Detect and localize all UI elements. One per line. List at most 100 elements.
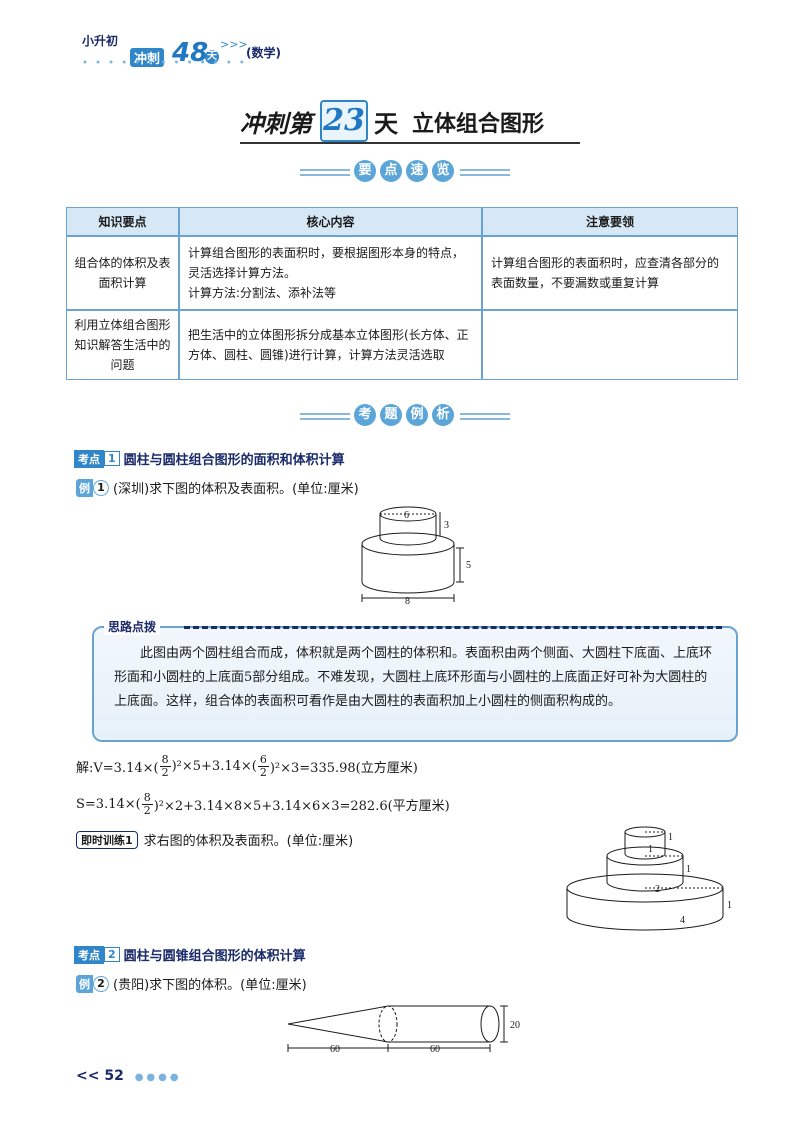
- drill-1: 即时训练1 求右图的体积及表面积。(单位:厘米): [76, 830, 353, 849]
- page-number: 52: [104, 1068, 124, 1084]
- example-text: (贵阳)求下图的体积。(单位:厘米): [113, 978, 307, 993]
- figure-cone-cylinder: 60 60 20: [287, 1005, 520, 1055]
- title-day-number: 23: [320, 100, 368, 142]
- fraction-denominator: 2: [161, 766, 169, 779]
- table-header-row: 知识要点 核心内容 注意要领: [66, 207, 738, 236]
- solution-text: )²×5+3.14×(: [171, 759, 257, 774]
- banner-lines-left: [300, 166, 350, 180]
- footer-dots: ●●●●: [134, 1072, 182, 1083]
- example-tag: 例: [76, 478, 93, 497]
- series-day-badge: 天: [205, 50, 219, 64]
- banner-char: 要: [354, 160, 376, 182]
- dim-cone-length: 60: [330, 1044, 340, 1055]
- fraction: 6 2: [257, 753, 269, 779]
- series-header: 小升初 冲刺 48 天 >>> (数学) • • • • • • • • • •…: [68, 32, 368, 72]
- solution-text: )²×2+3.14×8×5+3.14×6×3=282.6(平方厘米): [153, 799, 450, 814]
- banner-chars: 考 题 例 析: [354, 404, 454, 426]
- drill-text: 求右图的体积及表面积。(单位:厘米): [143, 834, 354, 849]
- fraction-numerator: 6: [257, 753, 269, 767]
- example-number: 1: [93, 479, 109, 496]
- title-underline: [240, 142, 580, 144]
- dim-top-height: 3: [444, 520, 449, 531]
- hint-box: 思路点拨 此图由两个圆柱组合而成，体积就是两个圆柱的体积和。表面积由两个侧面、大…: [92, 618, 738, 742]
- title-topic: 立体组合图形: [412, 112, 545, 137]
- table-cell-core: 计算组合图形的表面积时，要根据图形本身的特点，灵活选择计算方法。 计算方法:分割…: [179, 236, 482, 310]
- key-points-banner: 要 点 速 览: [300, 160, 510, 188]
- core-line: 把生活中的立体图形拆分成基本立体图形(长方体、正方体、圆柱、圆锥)进行计算，计算…: [188, 328, 469, 362]
- dim-diameter: 20: [510, 1020, 520, 1031]
- arrow-icon: >>>: [220, 38, 248, 51]
- banner-char: 览: [432, 160, 454, 182]
- banner-char: 例: [406, 404, 428, 426]
- table-cell-point: 利用立体组合图形知识解答生活中的问题: [66, 310, 179, 380]
- banner-char: 点: [380, 160, 402, 182]
- subject-label: (数学): [246, 46, 281, 60]
- dim-label: 1: [668, 832, 673, 843]
- fraction-denominator: 2: [259, 766, 267, 779]
- page-title: 冲刺第 23 天 立体组合图形: [240, 100, 580, 148]
- exam-point-number: 1: [104, 451, 120, 466]
- drill-tag: 即时训练1: [76, 830, 138, 849]
- dim-label: 1: [727, 900, 732, 911]
- banner-lines-right: [460, 410, 510, 424]
- banner-char: 速: [406, 160, 428, 182]
- dim-bottom-diameter: 8: [405, 596, 410, 607]
- table-row: 组合体的体积及表面积计算 计算组合图形的表面积时，要根据图形本身的特点，灵活选择…: [66, 236, 738, 310]
- title-suffix: 天: [374, 109, 398, 138]
- series-days-number: 48: [172, 38, 209, 68]
- fraction-numerator: 8: [159, 753, 171, 767]
- banner-chars: 要 点 速 览: [354, 160, 454, 182]
- solution-text: 解:V=3.14×(: [76, 761, 159, 776]
- solution-surface: S=3.14×( 8 2 )²×2+3.14×8×5+3.14×6×3=282.…: [76, 792, 450, 817]
- exam-point-text: 圆柱与圆柱组合图形的面积和体积计算: [123, 453, 345, 468]
- series-rush-label: 冲刺: [130, 48, 165, 67]
- banner-char: 题: [380, 404, 402, 426]
- banner-lines-right: [460, 166, 510, 180]
- dim-label: 1: [648, 844, 653, 855]
- exam-point-text: 圆柱与圆锥组合图形的体积计算: [123, 949, 306, 964]
- example-1: 例 1 (深圳)求下图的体积及表面积。(单位:厘米): [76, 478, 359, 497]
- hint-label: 思路点拨: [104, 618, 161, 635]
- dim-top-diameter: 6: [404, 510, 409, 521]
- hint-dashed-line: [184, 626, 722, 629]
- dim-label: 4: [680, 915, 685, 926]
- banner-char: 考: [354, 404, 376, 426]
- fraction: 8 2: [159, 753, 171, 779]
- figure-stacked-cylinders: 6 3 5 8: [361, 506, 471, 607]
- solution-volume: 解:V=3.14×( 8 2 )²×5+3.14×( 6 2 )²×3=335.…: [76, 754, 418, 779]
- table-cell-note: 计算组合图形的表面积时，应查清各部分的表面数量，不要漏数或重复计算: [482, 236, 738, 310]
- table-header: 核心内容: [179, 207, 482, 236]
- table-cell-point: 组合体的体积及表面积计算: [66, 236, 179, 310]
- knowledge-table: 知识要点 核心内容 注意要领 组合体的体积及表面积计算 计算组合图形的表面积时，…: [66, 207, 738, 380]
- exam-point-1: 考点 1 圆柱与圆柱组合图形的面积和体积计算: [74, 449, 345, 468]
- exam-point-2: 考点 2 圆柱与圆锥组合图形的体积计算: [74, 945, 306, 964]
- banner-char: 析: [432, 404, 454, 426]
- table-header: 知识要点: [66, 207, 179, 236]
- table-header: 注意要领: [482, 207, 738, 236]
- dim-label: 2: [655, 884, 660, 895]
- core-line: 计算方法:分割法、添补法等: [188, 286, 337, 300]
- fraction: 8 2: [141, 791, 153, 817]
- footer-arrow-icon: <<: [76, 1068, 100, 1084]
- exam-point-tag: 考点: [74, 449, 104, 468]
- solution-text: S=3.14×(: [76, 797, 141, 812]
- example-text: (深圳)求下图的体积及表面积。(单位:厘米): [113, 482, 359, 497]
- dim-bottom-height: 5: [466, 560, 471, 571]
- fraction-numerator: 8: [141, 791, 153, 805]
- page-footer: << 52 ●●●●: [76, 1068, 182, 1084]
- core-line: 计算组合图形的表面积时，要根据图形本身的特点，灵活选择计算方法。: [188, 246, 465, 280]
- table-row: 利用立体组合图形知识解答生活中的问题 把生活中的立体图形拆分成基本立体图形(长方…: [66, 310, 738, 380]
- dim-cylinder-length: 60: [430, 1044, 440, 1055]
- solution-text: )²×3=335.98(立方厘米): [269, 761, 418, 776]
- dim-label: 1: [686, 864, 691, 875]
- example-2: 例 2 (贵阳)求下图的体积。(单位:厘米): [76, 974, 307, 993]
- fraction-denominator: 2: [143, 804, 151, 817]
- example-tag: 例: [76, 974, 93, 993]
- title-prefix: 冲刺第: [240, 109, 312, 138]
- example-number: 2: [93, 975, 109, 992]
- dotted-line-decoration: • • • • • • • • • • • • •: [82, 58, 247, 69]
- examples-banner: 考 题 例 析: [300, 404, 510, 432]
- series-small-label: 小升初: [82, 34, 119, 48]
- banner-lines-left: [300, 410, 350, 424]
- figure-three-cylinders: 1 1 1 2 1 4: [566, 826, 732, 931]
